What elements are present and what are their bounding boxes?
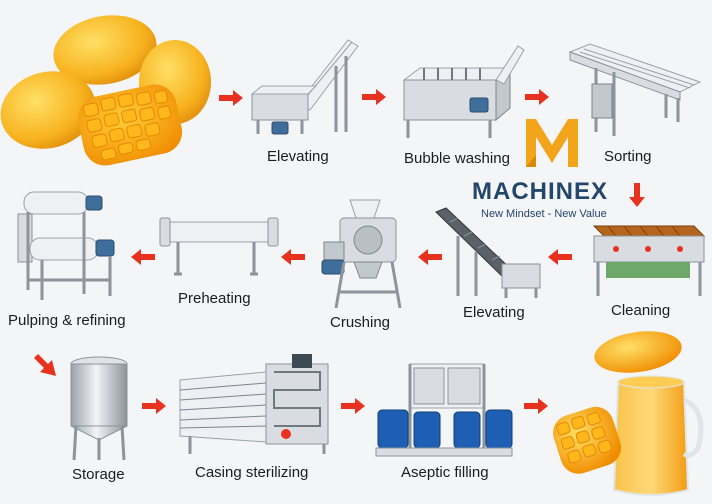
arrow-right-icon: [341, 398, 365, 414]
step-label-bubble-washing: Bubble washing: [404, 150, 510, 167]
casing-sterilizing-machine-image: [179, 354, 329, 454]
storage-tank-image: [70, 356, 128, 461]
step-label-preheating: Preheating: [178, 290, 251, 307]
crushing-machine-image: [321, 199, 402, 309]
mango-fruit-image: [0, 15, 211, 166]
elevating-conveyor-image: [435, 207, 541, 298]
arrow-left-icon: [548, 249, 572, 265]
step-label-storage: Storage: [72, 466, 125, 483]
brand-name: MACHINEX: [472, 178, 609, 205]
arrow-right-icon: [362, 89, 386, 105]
machinex-logo: [526, 119, 578, 167]
mango-juice-image: [552, 331, 704, 496]
arrow-down-right-icon: [34, 354, 56, 376]
arrow-right-icon: [524, 398, 548, 414]
arrow-left-icon: [281, 249, 305, 265]
sorting-machine-image: [568, 43, 702, 136]
pulping-refining-machine-image: [17, 191, 115, 300]
elevating-machine-image: [250, 39, 359, 135]
step-label-elevating: Elevating: [463, 304, 525, 321]
arrow-left-icon: [131, 249, 155, 265]
step-label-casing-sterilizing: Casing sterilizing: [195, 464, 309, 481]
step-label-elevating: Elevating: [267, 148, 329, 165]
arrow-left-icon: [418, 249, 442, 265]
arrow-right-icon: [219, 90, 243, 106]
cleaning-machine-image: [592, 225, 706, 296]
aseptic-filling-machine-image: [375, 363, 513, 457]
bubble-washing-machine-image: [402, 45, 525, 138]
arrow-right-icon: [142, 398, 166, 414]
step-label-aseptic-filling: Aseptic filling: [401, 464, 489, 481]
preheating-machine-image: [159, 217, 279, 276]
arrow-down-icon: [629, 183, 645, 207]
step-label-crushing: Crushing: [330, 314, 391, 331]
step-label-cleaning: Cleaning: [611, 302, 671, 319]
brand-tagline: New Mindset - New Value: [481, 208, 607, 220]
step-label-pulping-refining: Pulping & refining: [8, 312, 126, 329]
arrow-right-icon: [525, 89, 549, 105]
step-label-sorting: Sorting: [604, 148, 652, 165]
